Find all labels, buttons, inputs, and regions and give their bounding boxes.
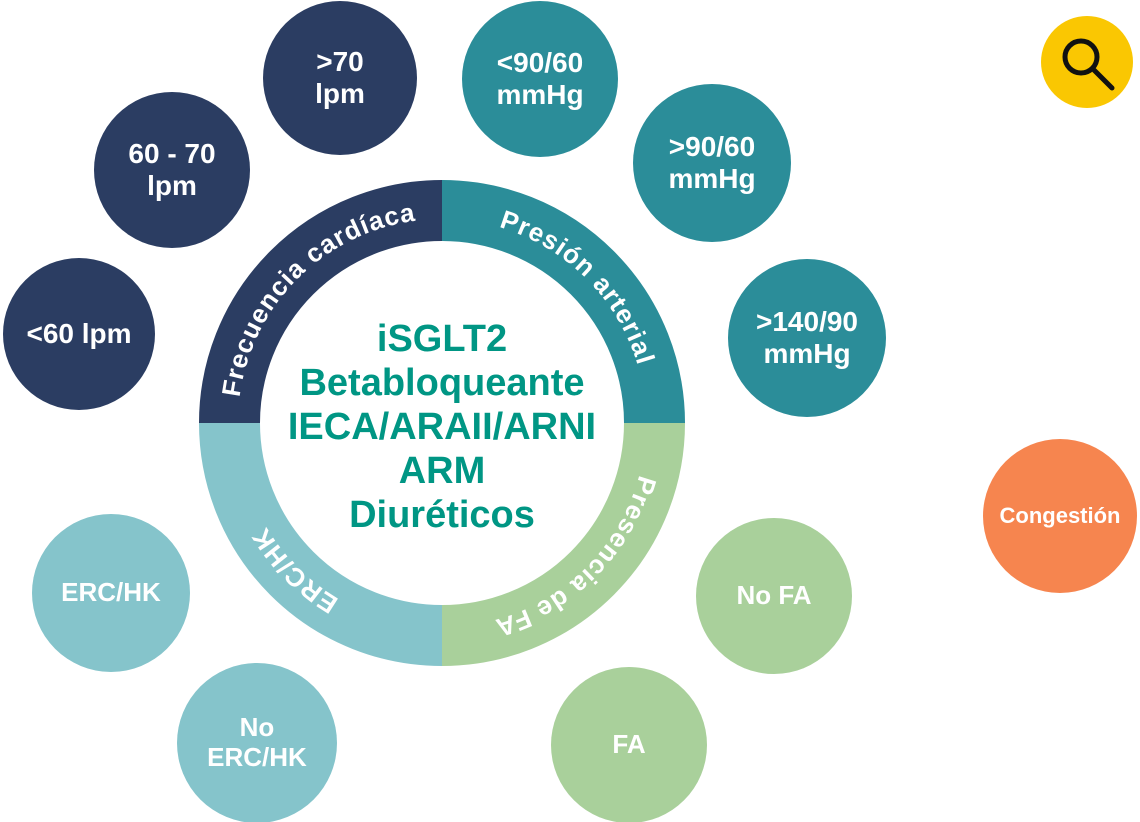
center-line: Betabloqueante bbox=[299, 362, 585, 404]
bubble-label: >140/90 mmHg bbox=[756, 305, 858, 369]
bubble-fa: FA bbox=[551, 667, 707, 822]
ring-segment-erc bbox=[199, 422, 443, 666]
bubble-label: <90/60 mmHg bbox=[496, 46, 584, 110]
bubble-congestion: Congestión bbox=[983, 439, 1137, 593]
center-line: IECA/ARAII/ARNI bbox=[287, 406, 597, 448]
bubble-label: FA bbox=[612, 729, 646, 760]
bubble-bp-lt-90-60: <90/60 mmHg bbox=[462, 1, 618, 157]
bubble-label: No ERC/HK bbox=[207, 712, 307, 772]
bubble-label: >70 lpm bbox=[315, 45, 365, 109]
ring-segment-blood-pressure bbox=[441, 180, 685, 424]
bubble-label: 60 - 70 lpm bbox=[128, 137, 216, 201]
bubble-hr-60-70: 60 - 70 lpm bbox=[94, 92, 250, 248]
ring-segment-heart-rate bbox=[199, 180, 443, 424]
ring-segment-af bbox=[441, 422, 685, 666]
bubble-bp-gt-140-90: >140/90 mmHg bbox=[728, 259, 886, 417]
center-line: iSGLT2 bbox=[376, 318, 508, 360]
bubble-bp-gt-90-60: >90/60 mmHg bbox=[633, 84, 791, 242]
center-line: ARM bbox=[398, 450, 486, 492]
bubble-label: Congestión bbox=[999, 503, 1121, 529]
bubble-label: ERC/HK bbox=[61, 577, 161, 608]
bubble-no-fa: No FA bbox=[696, 518, 852, 674]
center-line: Diuréticos bbox=[349, 494, 535, 536]
bubble-label: No FA bbox=[736, 580, 812, 611]
zoom-button[interactable] bbox=[1041, 16, 1133, 108]
bubble-label: <60 lpm bbox=[26, 317, 132, 349]
center-drug-list: iSGLT2 Betabloqueante IECA/ARAII/ARNI AR… bbox=[272, 317, 612, 537]
bubble-hr-lt60: <60 lpm bbox=[3, 258, 155, 410]
bubble-no-erc-hk: No ERC/HK bbox=[177, 663, 337, 822]
bubble-label: >90/60 mmHg bbox=[668, 130, 756, 194]
donut-chart: Frecuencia cardíaca Presión arterial Pre… bbox=[199, 180, 685, 666]
bubble-erc-hk: ERC/HK bbox=[32, 514, 190, 672]
bubble-hr-gt70: >70 lpm bbox=[263, 1, 417, 155]
magnifier-icon bbox=[1062, 38, 1115, 91]
